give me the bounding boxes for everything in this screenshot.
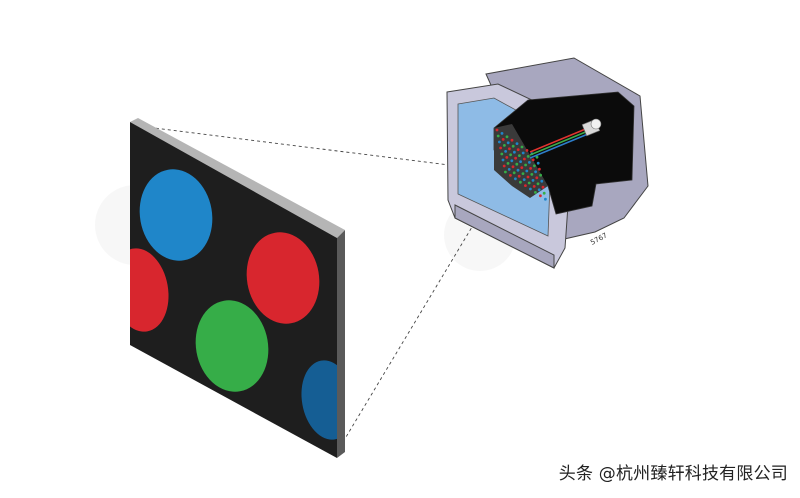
phosphor-grid-dot xyxy=(516,168,520,172)
phosphor-grid-dot xyxy=(507,168,511,171)
phosphor-grid-dot xyxy=(535,155,539,159)
phosphor-grid-dot xyxy=(544,197,547,201)
phosphor-dot-green xyxy=(195,300,269,392)
phosphor-grid-dot xyxy=(509,153,512,157)
phosphor-grid-dot xyxy=(501,158,505,162)
electron-gun xyxy=(581,118,602,137)
phosphor-grid-dot xyxy=(527,181,531,185)
phosphor-grid-dot xyxy=(522,178,526,182)
magnified-phosphor-panel xyxy=(130,118,345,458)
phosphor-grid-dot xyxy=(517,174,521,178)
projection-line-top xyxy=(137,125,506,173)
phosphor-grid-dot xyxy=(539,194,542,198)
phosphor-grid-dot xyxy=(511,165,515,169)
phosphor-grid-dot xyxy=(534,191,537,194)
phosphor-grid-dot xyxy=(516,148,520,152)
phosphor-grid-dot xyxy=(500,132,504,135)
panel-side xyxy=(337,230,345,458)
phosphor-grid-dot xyxy=(525,149,529,152)
phosphor-grid-dot xyxy=(496,134,500,138)
phosphor-grid-dot xyxy=(505,135,509,139)
phosphor-grid-dot xyxy=(514,177,517,181)
phosphor-grid-dot xyxy=(500,152,504,156)
phosphor-grid-dot xyxy=(524,184,527,188)
phosphor-grid-dot xyxy=(502,164,506,168)
phosphor-grid-dot xyxy=(513,150,516,154)
phosphor-grid-dot xyxy=(501,138,505,141)
phosphor-dot-blue xyxy=(139,169,213,261)
phosphor-grid-dot xyxy=(526,155,530,158)
panel-edge xyxy=(130,118,345,238)
phosphor-grid-dot xyxy=(510,159,514,163)
phosphor-grid-dot xyxy=(503,144,506,147)
watermark-text: 头条 @杭州臻轩科技有限公司 xyxy=(558,464,788,484)
phosphor-grid-dot xyxy=(505,156,509,159)
phosphor-grid-dot xyxy=(529,167,532,170)
phosphor-grid-dot xyxy=(515,162,519,166)
phosphor-grid-dot xyxy=(536,182,540,186)
electron-beams xyxy=(529,127,589,159)
phosphor-grid-dot xyxy=(540,179,544,183)
phosphor-grid-dot xyxy=(520,145,524,149)
phosphor-grid-dot xyxy=(511,144,515,148)
phosphor-grid-dot xyxy=(506,162,510,165)
phosphor-grid-dot xyxy=(521,151,525,155)
phosphor-grid-dot xyxy=(519,180,522,184)
phosphor-grid-dot xyxy=(525,169,529,173)
phosphor-grid-dot xyxy=(539,173,542,177)
phosphor-grid-dot xyxy=(515,142,519,146)
monitor-base xyxy=(454,204,555,269)
phosphor-grid-dot xyxy=(529,187,532,191)
phosphor-grid-dot xyxy=(524,163,527,167)
phosphor-grid-dot xyxy=(495,128,499,132)
phosphor-grid-dot xyxy=(504,150,507,153)
phosphor-grid-dot xyxy=(532,185,536,188)
phosphor-grid-dot xyxy=(535,176,539,180)
phosphor-grid-dot xyxy=(541,185,545,189)
phosphor-grid-dot xyxy=(528,161,531,164)
phosphor-grid-dot xyxy=(508,147,511,151)
phosphor-grid-dot xyxy=(533,164,536,168)
phosphor-grid xyxy=(494,124,548,201)
phosphor-grid-dot xyxy=(542,191,546,195)
phosphor-grid-dot xyxy=(526,175,530,179)
phosphor-grid-dot xyxy=(504,170,507,174)
phosphor-grid-dot xyxy=(509,174,512,177)
phosphor-grid-dot xyxy=(506,141,510,145)
phosphor-grid-dot xyxy=(538,167,541,171)
phosphor-dot-red-left xyxy=(130,248,169,332)
phosphor-grid-dot xyxy=(510,138,514,142)
phosphor-grid-dot xyxy=(530,173,534,176)
phosphor-grid-dot xyxy=(537,188,541,192)
phosphor-grid-dot xyxy=(531,158,535,162)
phosphor-grid-dot xyxy=(521,172,525,176)
phosphor-grid-dot xyxy=(523,157,526,161)
phosphor-grid-dot xyxy=(531,179,535,182)
phosphor-grid-dot xyxy=(519,160,522,164)
phosphor-dot-blue-edge xyxy=(301,360,337,440)
phosphor-grid-dot xyxy=(520,166,524,170)
phosphor-grid-dot xyxy=(518,154,521,158)
figure-code-label: 5767 xyxy=(589,231,608,246)
phosphor-dot-red-right xyxy=(246,232,320,324)
phosphor-grid-dot xyxy=(514,156,517,160)
phosphor-grid-dot xyxy=(512,171,516,175)
phosphor-grid-dot xyxy=(498,140,501,144)
phosphor-grid-dot xyxy=(534,170,537,174)
crt-monitor: 5767 xyxy=(446,57,649,269)
phosphor-grid-dot xyxy=(499,146,502,150)
phosphor-grid-dot xyxy=(536,161,540,165)
